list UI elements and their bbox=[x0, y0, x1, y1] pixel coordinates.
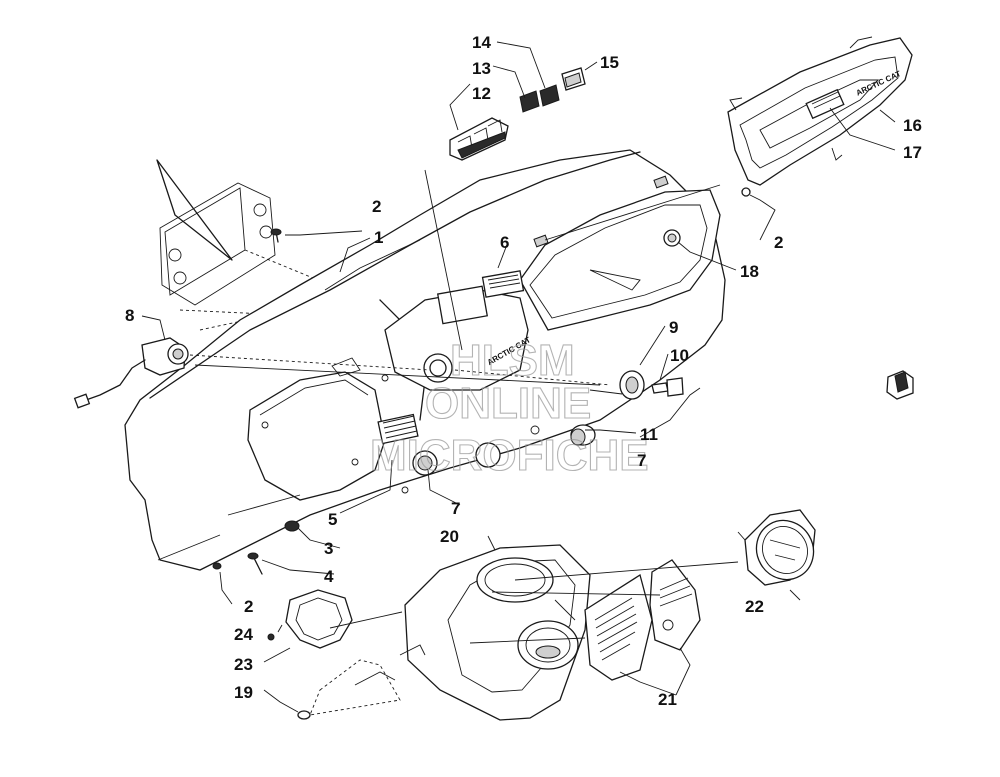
ignition-connector bbox=[73, 337, 431, 409]
callout-21: 21 bbox=[658, 690, 677, 709]
screw-2c bbox=[212, 562, 222, 570]
callout-10: 10 bbox=[670, 346, 689, 365]
callout-9: 9 bbox=[669, 318, 678, 337]
callout-4: 4 bbox=[324, 567, 334, 586]
callout-24: 24 bbox=[234, 625, 253, 644]
callout-18: 18 bbox=[740, 262, 759, 281]
rocker-switch-14 bbox=[539, 84, 560, 107]
watermark-line-1: HLSM bbox=[450, 336, 575, 385]
callout-20: 20 bbox=[440, 527, 459, 546]
washer-24 bbox=[267, 633, 275, 641]
callout-23: 23 bbox=[234, 655, 253, 674]
screw-2a bbox=[270, 228, 282, 243]
screw-2b bbox=[741, 187, 751, 197]
callout-12: 12 bbox=[472, 84, 491, 103]
vent-grille bbox=[377, 413, 419, 445]
callout-3: 3 bbox=[324, 539, 333, 558]
callout-11: 11 bbox=[640, 425, 658, 444]
dash-panel: ARCTIC CAT bbox=[124, 149, 726, 571]
watermark: HLSM ONLINE MICROFICHE bbox=[369, 335, 649, 480]
decal-6 bbox=[481, 270, 525, 298]
watermark-line-3: MICROFICHE bbox=[370, 431, 649, 480]
key-nut-9 bbox=[619, 370, 645, 400]
key-10 bbox=[651, 377, 684, 397]
screw-4 bbox=[247, 552, 263, 575]
gauge-shroud bbox=[404, 544, 591, 721]
key-cap-11 bbox=[886, 370, 914, 400]
speedometer-22 bbox=[737, 509, 816, 586]
callout-8: 8 bbox=[125, 306, 134, 325]
callout-2: 2 bbox=[244, 597, 253, 616]
rocker-switch-13 bbox=[519, 90, 540, 113]
callout-22: 22 bbox=[745, 597, 764, 616]
callout-15: 15 bbox=[600, 53, 619, 72]
rocker-cap-15 bbox=[561, 67, 586, 91]
callout-labels: 1 2 2 2 3 4 5 6 7 7 8 9 10 11 12 13 14 1… bbox=[125, 33, 922, 709]
callout-1: 1 bbox=[374, 228, 383, 247]
upper-trim-panel: ARCTIC CAT bbox=[727, 36, 913, 186]
callout-2: 2 bbox=[372, 197, 381, 216]
grommet-3 bbox=[284, 520, 300, 532]
lower-bracket bbox=[297, 644, 426, 720]
callout-14: 14 bbox=[472, 33, 491, 52]
callout-17: 17 bbox=[903, 143, 922, 162]
clamp-ring bbox=[285, 589, 353, 649]
callout-13: 13 bbox=[472, 59, 491, 78]
callout-16: 16 bbox=[903, 116, 922, 135]
callout-7: 7 bbox=[637, 451, 646, 470]
callout-7: 7 bbox=[451, 499, 460, 518]
callout-2: 2 bbox=[774, 233, 783, 252]
callout-6: 6 bbox=[500, 233, 509, 252]
switch-block bbox=[449, 117, 509, 161]
watermark-line-2: ONLINE bbox=[425, 379, 591, 428]
decal-sheet-21 bbox=[584, 559, 701, 681]
leader-lines bbox=[141, 41, 896, 713]
callout-5: 5 bbox=[328, 510, 337, 529]
callout-19: 19 bbox=[234, 683, 253, 702]
